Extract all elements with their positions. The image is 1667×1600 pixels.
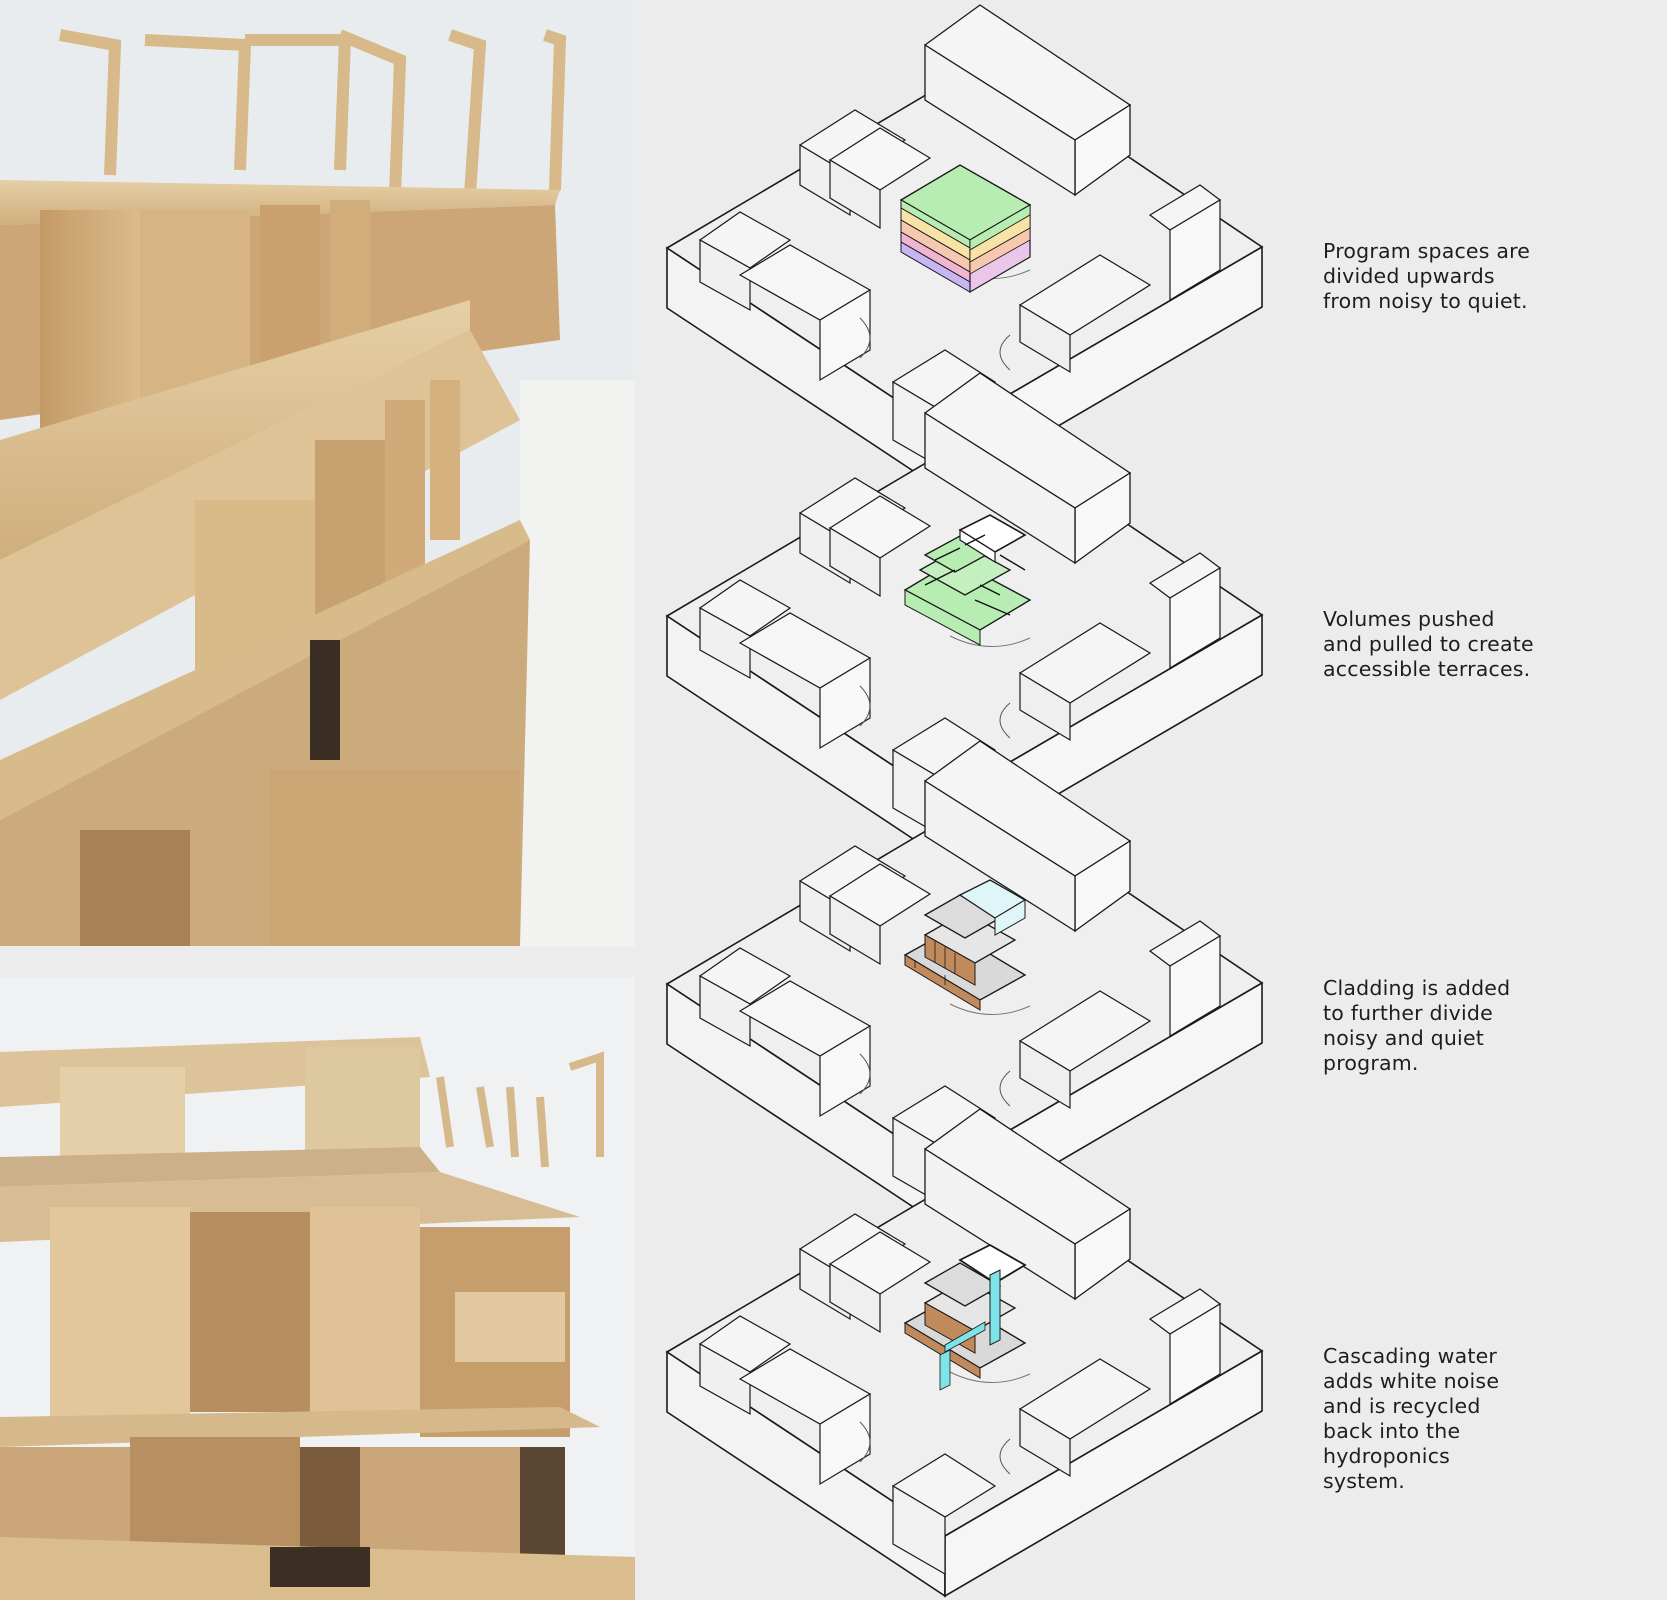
diagram-column — [635, 0, 1667, 1600]
clad-volumes — [903, 879, 1027, 1011]
cascading-water-feature — [903, 1243, 1027, 1391]
diagram-step-1 — [666, 4, 1263, 493]
step-2-caption: Volumes pushed and pulled to create acce… — [1323, 607, 1534, 681]
stacked-program-layers — [899, 164, 1032, 294]
model-photo-bottom — [0, 977, 635, 1600]
step-1-caption: Program spaces are divided upwards from … — [1323, 239, 1531, 313]
step-3-caption: Cladding is added to further divide nois… — [1323, 976, 1511, 1075]
model-photo-top — [0, 0, 635, 946]
diagram-step-2 — [666, 372, 1263, 861]
diagram-step-4 — [666, 1108, 1263, 1597]
step-4-caption: Cascading water adds white noise and is … — [1323, 1344, 1500, 1493]
shifted-terraced-volumes — [903, 514, 1032, 646]
diagram-step-3 — [666, 740, 1263, 1229]
